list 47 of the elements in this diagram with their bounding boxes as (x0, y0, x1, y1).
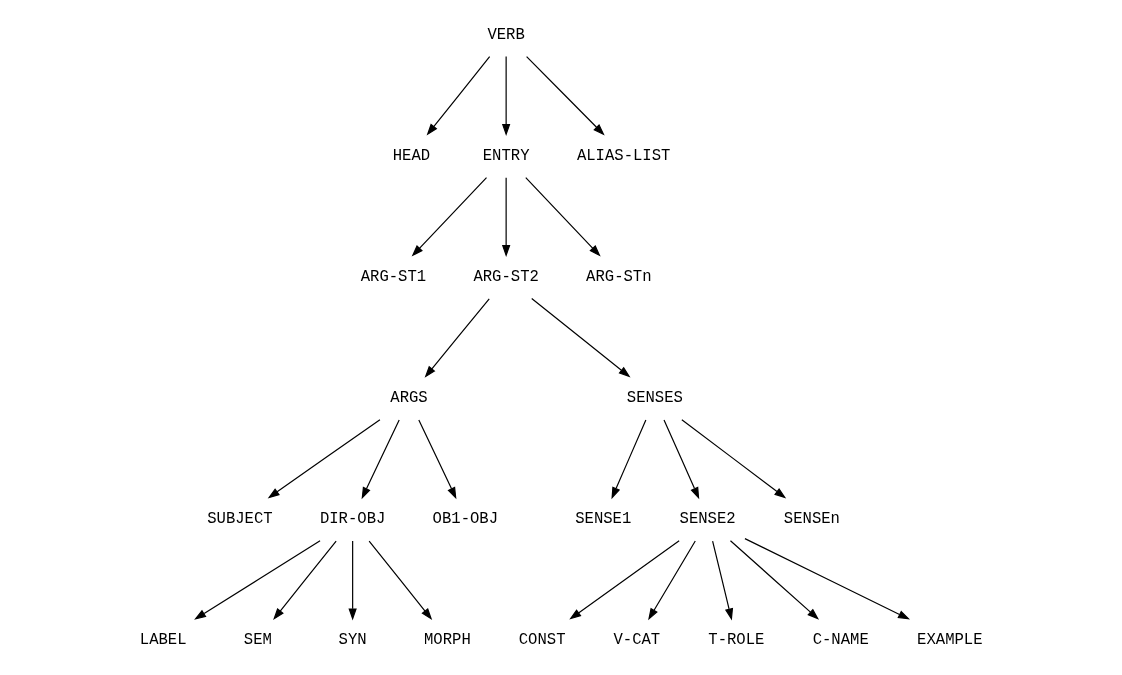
node-text: SYN (338, 631, 367, 650)
arrow (418, 419, 457, 500)
arrow (273, 540, 337, 621)
node-text: SENSE2 (679, 510, 736, 529)
node-text: ARG-ST1 (360, 268, 427, 287)
node-text: OB1-OBJ (432, 510, 499, 529)
node-text: V-CAT (613, 631, 661, 650)
node-text: ARG-STn (586, 268, 652, 287)
node-text: ARG-ST2 (473, 268, 539, 287)
node-text: ALIAS-LIST (576, 146, 671, 165)
arrow (348, 540, 357, 621)
arrow (411, 177, 488, 257)
arrow (368, 540, 433, 621)
arrow (194, 540, 321, 620)
node-text: SENSEn (783, 510, 840, 529)
arrow (611, 419, 647, 500)
arrow (729, 540, 820, 620)
node-text: MORPH (424, 631, 471, 650)
arrow (361, 419, 400, 500)
arrow (648, 540, 696, 621)
arrow (744, 538, 911, 620)
arrow (267, 419, 381, 499)
arrow (501, 56, 511, 136)
arrow (531, 297, 631, 378)
arrow (663, 419, 700, 500)
node-text: VERB (487, 25, 525, 44)
arrow (526, 56, 605, 136)
node-text: CONST (518, 631, 566, 650)
node-text: SUBJECT (207, 510, 273, 529)
arrow (569, 540, 680, 620)
node-text: HEAD (392, 146, 431, 165)
arrow (426, 56, 491, 136)
node-text: SENSE1 (575, 510, 632, 529)
node-text: ENTRY (482, 146, 530, 165)
node-text: T-ROLE (708, 631, 765, 650)
node-text: SENSES (626, 389, 683, 408)
arrow (525, 177, 601, 257)
node-text: SEM (243, 631, 272, 650)
arrow (681, 419, 787, 499)
arrow (424, 298, 490, 378)
node-text: LABEL (139, 631, 187, 650)
node-text: DIR-OBJ (319, 510, 386, 529)
node-text: EXAMPLE (917, 631, 983, 650)
arrow (501, 177, 511, 258)
arrow (712, 540, 734, 621)
node-text: C-NAME (812, 631, 869, 650)
node-text: ARGS (390, 389, 428, 408)
